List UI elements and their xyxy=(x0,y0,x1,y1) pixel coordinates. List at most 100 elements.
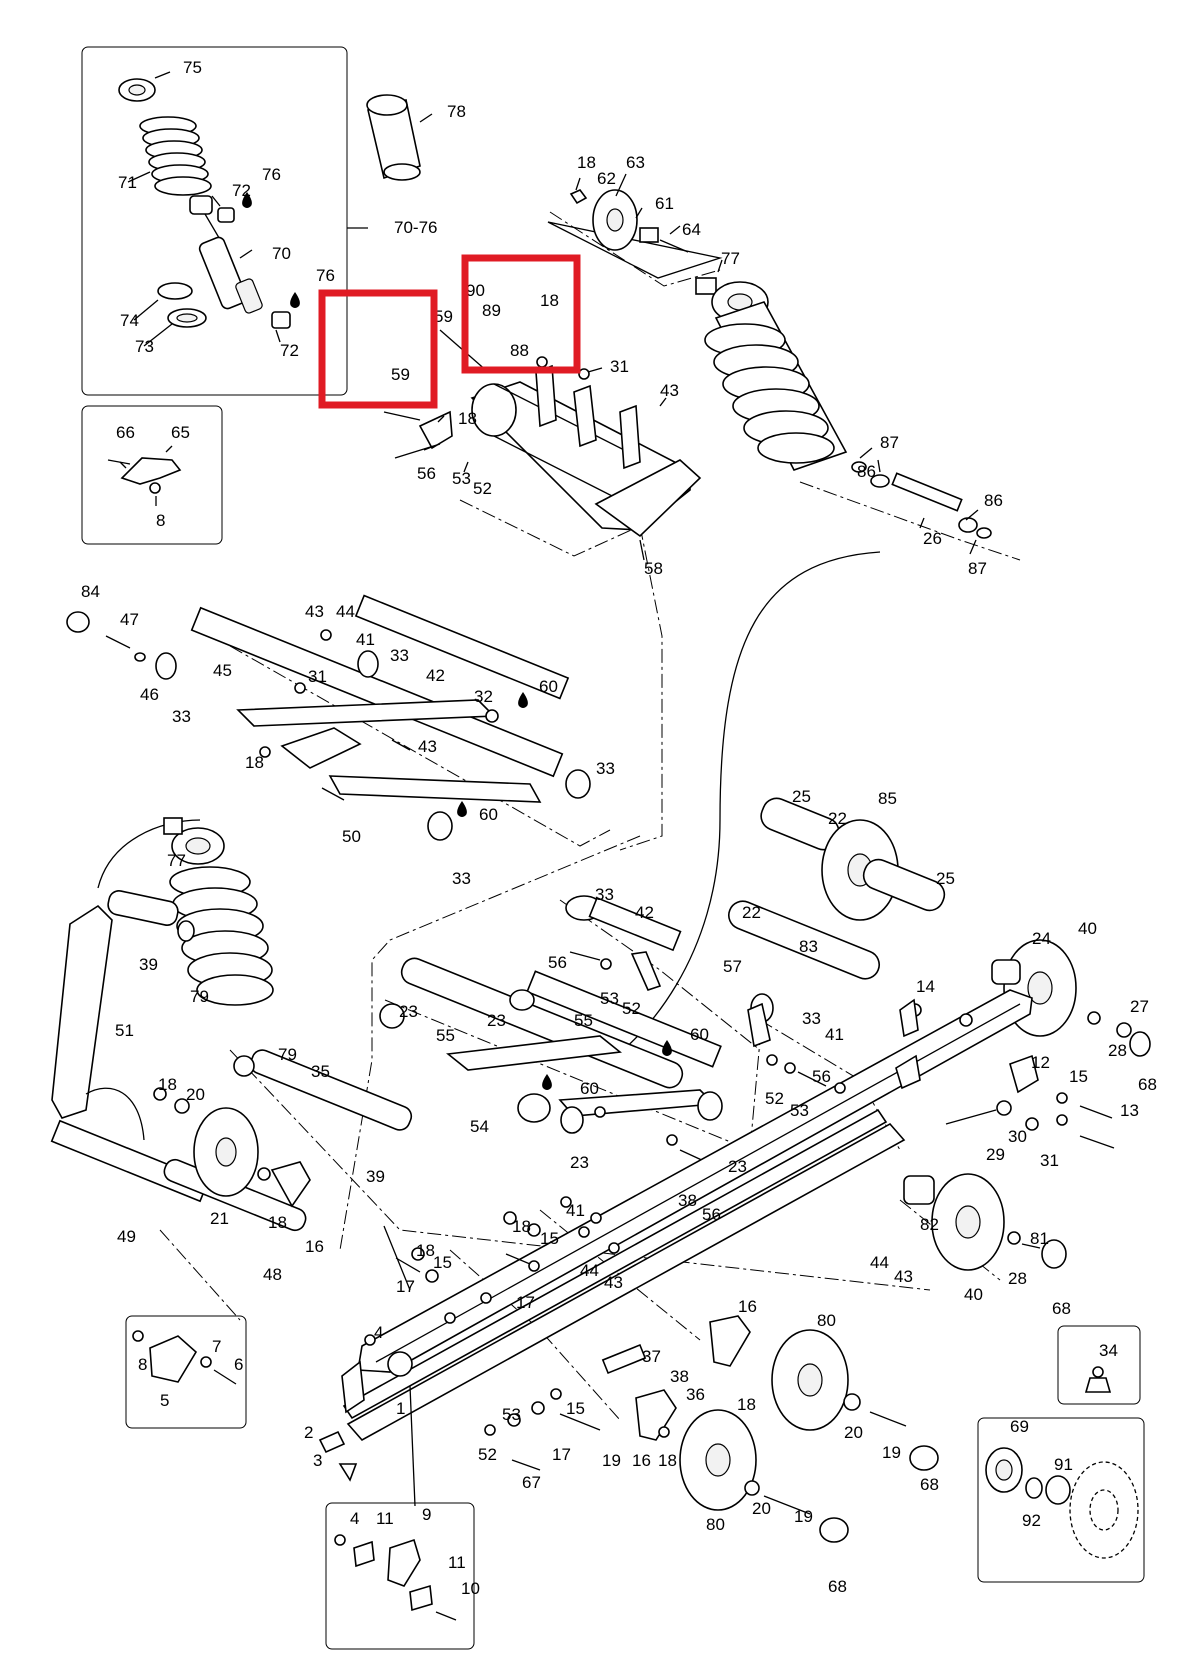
callout-78: 78 xyxy=(447,102,466,121)
lower-front-parts xyxy=(318,1196,602,1507)
callout-41: 41 xyxy=(566,1201,585,1220)
callout-23: 23 xyxy=(487,1011,506,1030)
callout-64: 64 xyxy=(682,220,701,239)
callout-52: 52 xyxy=(765,1089,784,1108)
callout-92: 92 xyxy=(1022,1511,1041,1530)
slide-rails xyxy=(341,989,1033,1442)
callout-60: 60 xyxy=(539,677,558,696)
callout-76: 76 xyxy=(316,266,335,285)
callout-4: 4 xyxy=(374,1323,383,1342)
callout-22: 22 xyxy=(742,903,761,922)
wheel-bearing-inset xyxy=(977,1417,1145,1583)
callout-8: 8 xyxy=(156,511,165,530)
callout-72: 72 xyxy=(280,341,299,360)
rear-arm-upper xyxy=(66,594,591,841)
callout-85: 85 xyxy=(878,789,897,808)
callout-52: 52 xyxy=(622,999,641,1018)
rear-axle-group xyxy=(728,797,1151,1057)
callout-16: 16 xyxy=(738,1297,757,1316)
slider-clip-inset xyxy=(325,1502,475,1650)
callout-80: 80 xyxy=(706,1515,725,1534)
callout-18: 18 xyxy=(577,153,596,172)
callout-87: 87 xyxy=(880,433,899,452)
callout-66: 66 xyxy=(116,423,135,442)
oil-drop-icon xyxy=(457,801,467,817)
callout-38: 38 xyxy=(670,1367,689,1386)
slider-clip-parts xyxy=(334,1534,457,1621)
callout-50: 50 xyxy=(342,827,361,846)
wheel-bearing-parts xyxy=(985,1447,1139,1559)
callout-44: 44 xyxy=(336,602,355,621)
callout-43: 43 xyxy=(305,602,324,621)
callout-7: 7 xyxy=(212,1337,221,1356)
callout-31: 31 xyxy=(308,667,327,686)
callout-17: 17 xyxy=(396,1277,415,1296)
callout-62: 62 xyxy=(597,169,616,188)
callout-79: 79 xyxy=(190,987,209,1006)
callout-43: 43 xyxy=(418,737,437,756)
callout-19: 19 xyxy=(882,1443,901,1462)
callout-43: 43 xyxy=(660,381,679,400)
callout-68: 68 xyxy=(920,1475,939,1494)
callout-40: 40 xyxy=(964,1285,983,1304)
callout-23: 23 xyxy=(570,1153,589,1172)
highlight-box-59 xyxy=(318,289,438,409)
callout-73: 73 xyxy=(135,337,154,356)
kit-label: 70-76 xyxy=(394,218,437,237)
callout-20: 20 xyxy=(752,1499,771,1518)
callout-86: 86 xyxy=(984,491,1003,510)
callout-88: 88 xyxy=(510,341,529,360)
callout-30: 30 xyxy=(1008,1127,1027,1146)
callout-33: 33 xyxy=(172,707,191,726)
callout-18: 18 xyxy=(737,1395,756,1414)
guard xyxy=(107,457,182,494)
callout-33: 33 xyxy=(802,1009,821,1028)
callout-18: 18 xyxy=(658,1451,677,1470)
callout-52: 52 xyxy=(473,479,492,498)
callout-47: 47 xyxy=(120,610,139,629)
grease-fitting-inset xyxy=(1057,1325,1141,1405)
callout-1: 1 xyxy=(396,1399,405,1418)
callout-68: 68 xyxy=(828,1577,847,1596)
callout-24: 24 xyxy=(1032,929,1051,948)
callout-18: 18 xyxy=(268,1213,287,1232)
callout-31: 31 xyxy=(1040,1151,1059,1170)
oil-drop-icon xyxy=(242,192,252,208)
callout-28: 28 xyxy=(1008,1269,1027,1288)
callout-6: 6 xyxy=(234,1355,243,1374)
callout-45: 45 xyxy=(213,661,232,680)
callout-4: 4 xyxy=(350,1509,359,1528)
callout-37: 37 xyxy=(642,1347,661,1366)
callout-39: 39 xyxy=(366,1167,385,1186)
callout-42: 42 xyxy=(635,903,654,922)
coil-spring xyxy=(139,116,212,196)
callout-34: 34 xyxy=(1099,1341,1118,1360)
callout-43: 43 xyxy=(604,1273,623,1292)
callout-59: 59 xyxy=(391,365,410,384)
callout-33: 33 xyxy=(390,646,409,665)
callout-2: 2 xyxy=(304,1423,313,1442)
bracket-inset xyxy=(125,1315,247,1429)
callout-53: 53 xyxy=(502,1405,521,1424)
callout-75: 75 xyxy=(183,58,202,77)
callout-15: 15 xyxy=(540,1229,559,1248)
oil-drop-icon xyxy=(290,292,300,308)
callout-33: 33 xyxy=(596,759,615,778)
callout-65: 65 xyxy=(171,423,190,442)
callout-53: 53 xyxy=(790,1101,809,1120)
callout-20: 20 xyxy=(186,1085,205,1104)
callout-23: 23 xyxy=(728,1157,747,1176)
callout-71: 71 xyxy=(118,173,137,192)
callout-5: 5 xyxy=(160,1391,169,1410)
callout-53: 53 xyxy=(452,469,471,488)
callout-39: 39 xyxy=(139,955,158,974)
callout-18: 18 xyxy=(158,1075,177,1094)
callout-57: 57 xyxy=(723,957,742,976)
callout-51: 51 xyxy=(115,1021,134,1040)
callout-25: 25 xyxy=(792,787,811,806)
callout-12: 12 xyxy=(1031,1053,1050,1072)
callout-84: 84 xyxy=(81,582,100,601)
shock-sleeve xyxy=(366,94,421,181)
callout-42: 42 xyxy=(426,666,445,685)
bracket-inset-parts xyxy=(132,1330,237,1385)
